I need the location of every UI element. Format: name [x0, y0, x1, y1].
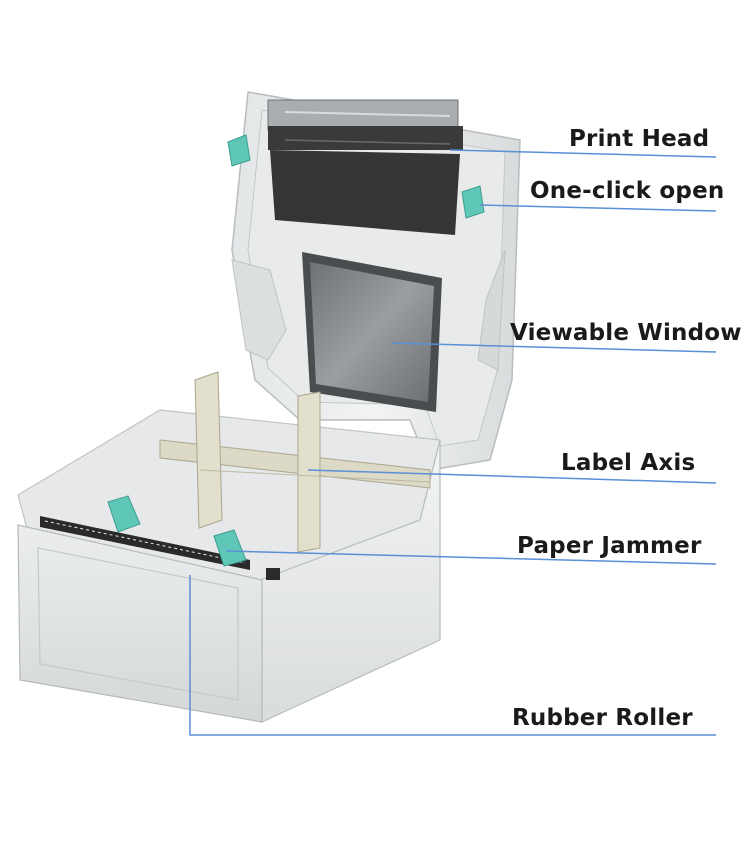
leader-print-head [449, 149, 717, 158]
label-rubber-roller: Rubber Roller [512, 705, 693, 731]
printer-base [17, 409, 441, 723]
leader-viewable-window [391, 342, 717, 353]
label-print-head: Print Head [569, 126, 710, 152]
label-viewable-window: Viewable Window [510, 320, 742, 346]
side-latch [266, 568, 280, 580]
viewable-window [302, 252, 442, 412]
leader-one-click-open [479, 204, 717, 212]
leader-rubber-roller [189, 575, 716, 736]
callout-lines [189, 149, 717, 736]
label-paper-jammer: Paper Jammer [517, 533, 702, 559]
paper-jammer-left [107, 495, 141, 533]
leader-label-axis [307, 469, 717, 484]
teal-clip-left-lid [227, 134, 251, 167]
print-head [267, 99, 463, 235]
leader-paper-jammer [225, 550, 717, 565]
paper-jammer-right [213, 529, 247, 567]
label-one-click-open: One-click open [530, 178, 725, 204]
label-axis [159, 371, 431, 553]
teal-clip-right-lid [461, 185, 485, 219]
label-label-axis: Label Axis [561, 450, 696, 476]
